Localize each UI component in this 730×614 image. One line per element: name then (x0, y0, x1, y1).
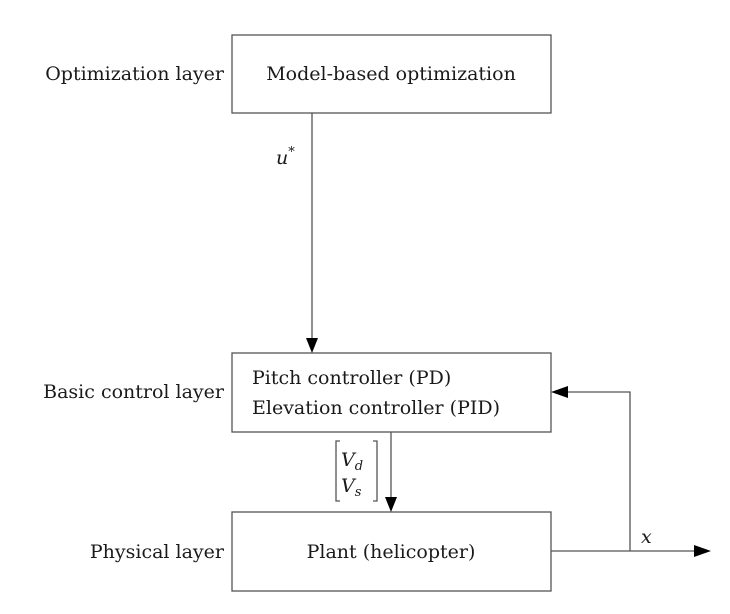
u-star-signal: u* (276, 113, 318, 353)
basic-control-block: Pitch controller (PD) Elevation controll… (231, 352, 552, 433)
output-arrowhead (694, 545, 711, 557)
voltage-signal: Vd Vs (335, 432, 397, 512)
output-x-label: x (641, 526, 652, 548)
matrix-right-bracket (373, 440, 378, 502)
voltage-arrowhead (385, 497, 397, 512)
u-star-arrowhead (306, 338, 318, 353)
plant-block: Plant (helicopter) (231, 511, 552, 592)
basic-control-block-frame (231, 352, 552, 433)
layer-label-optimization: Optimization layer (45, 63, 225, 85)
feedback-arrowhead (551, 386, 568, 398)
output-signal: x (551, 526, 711, 557)
optimization-block: Model-based optimization (231, 34, 552, 114)
feedback-line (566, 391, 631, 551)
optimization-block-frame (231, 34, 552, 114)
vd-label: Vd (341, 449, 363, 474)
optimization-block-text: Model-based optimization (266, 63, 516, 85)
plant-block-frame (231, 511, 552, 592)
feedback-signal (551, 386, 631, 551)
pitch-controller-text: Pitch controller (PD) (252, 367, 451, 389)
elevation-controller-text: Elevation controller (PID) (252, 397, 500, 419)
plant-block-text: Plant (helicopter) (307, 541, 476, 563)
vs-label: Vs (341, 475, 362, 500)
layer-label-basic-control: Basic control layer (43, 381, 225, 403)
layer-label-physical: Physical layer (90, 541, 225, 563)
matrix-left-bracket (335, 440, 340, 502)
u-star-label: u* (276, 145, 295, 169)
